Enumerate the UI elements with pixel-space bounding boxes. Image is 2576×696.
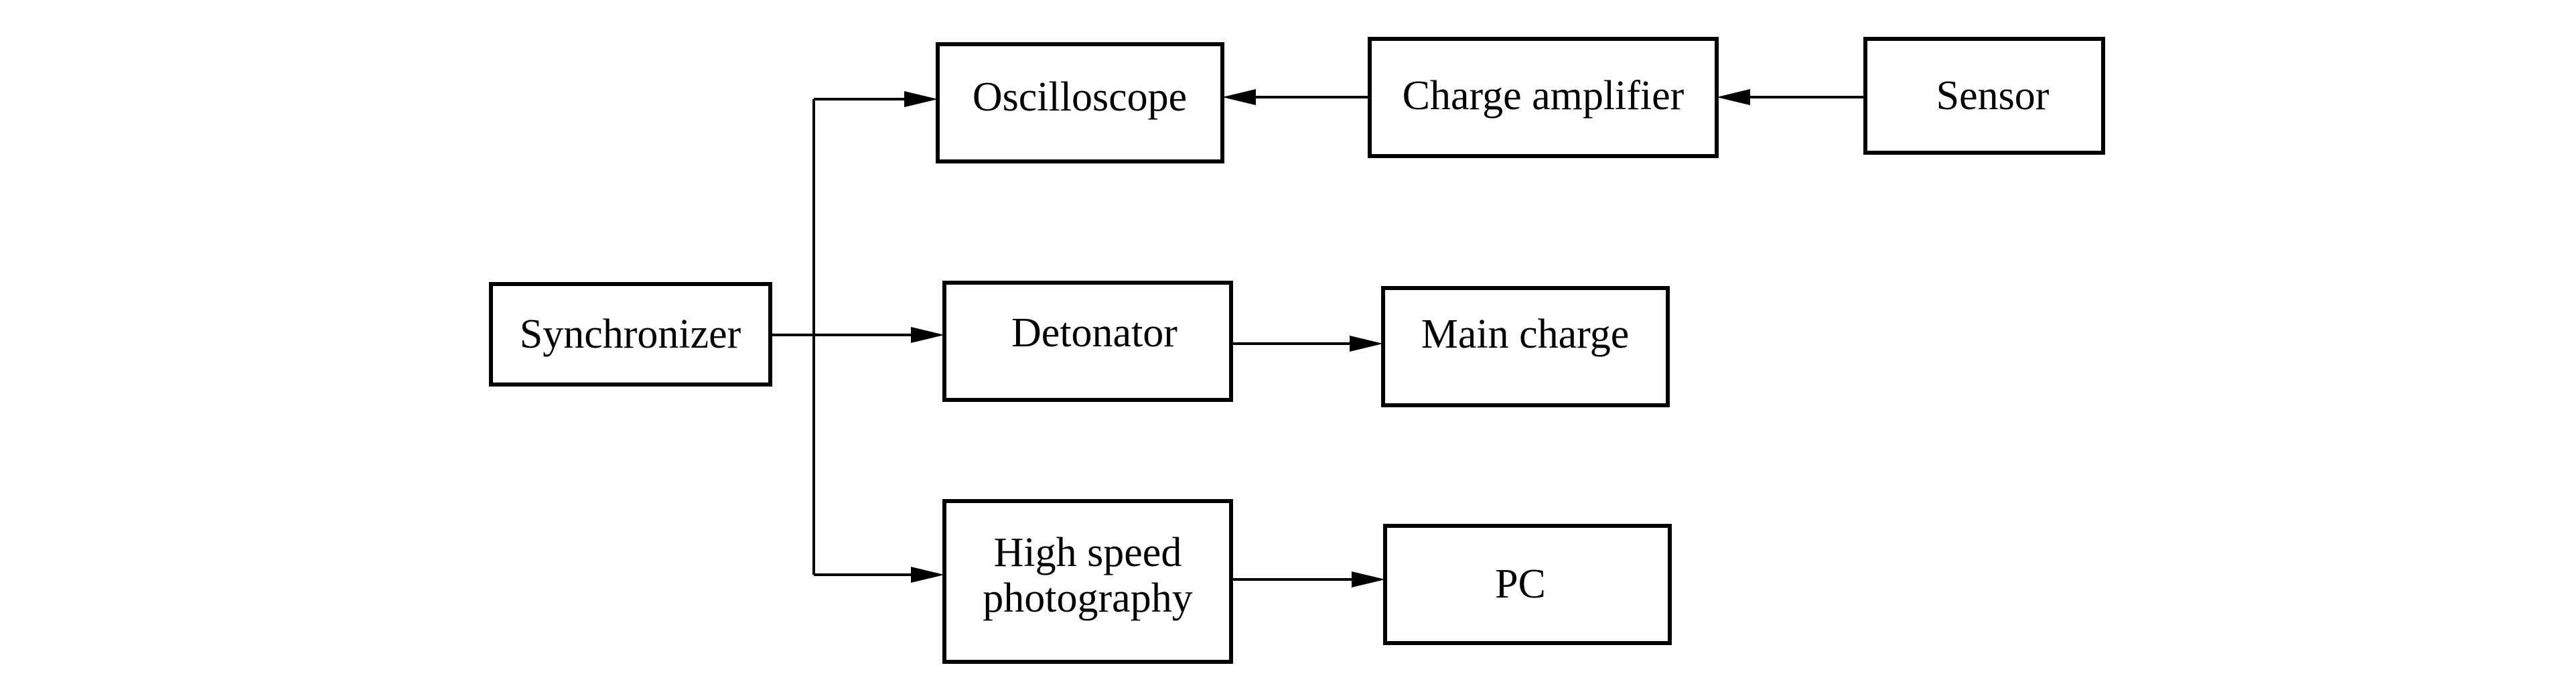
- arrowhead-high-speed-photography: [911, 567, 944, 583]
- node-oscilloscope: Oscilloscope: [936, 42, 1224, 163]
- connectors: [770, 89, 1865, 587]
- oscilloscope-box: [936, 42, 1224, 163]
- node-charge-amplifier: Charge amplifier: [1368, 37, 1719, 158]
- high-speed-photography-label-line1: High speed: [994, 530, 1182, 575]
- node-pc: PC: [1383, 524, 1672, 645]
- sensor-label: Sensor: [1936, 73, 2050, 119]
- detonator-box: [942, 281, 1233, 402]
- detonator-label: Detonator: [1011, 310, 1177, 356]
- node-sensor: Sensor: [1863, 37, 2105, 155]
- main-charge-box: [1381, 286, 1670, 407]
- node-main-charge: Main charge: [1381, 286, 1670, 407]
- synchronizer-box: [489, 282, 772, 387]
- arrowhead-oscilloscope-right: [1222, 89, 1256, 105]
- high-speed-photography-box: [942, 499, 1233, 664]
- arrowhead-pc: [1352, 571, 1385, 587]
- pc-box: [1383, 524, 1672, 645]
- arrowhead-main-charge: [1350, 336, 1383, 352]
- main-charge-label: Main charge: [1421, 311, 1629, 357]
- pc-label: PC: [1495, 561, 1546, 607]
- node-high-speed-photography: High speed photography: [942, 499, 1233, 664]
- charge-amplifier-box: [1368, 37, 1719, 158]
- node-detonator: Detonator: [942, 281, 1233, 402]
- charge-amplifier-label: Charge amplifier: [1403, 73, 1685, 119]
- node-synchronizer: Synchronizer: [489, 282, 772, 387]
- high-speed-photography-label-line2: photography: [983, 575, 1192, 621]
- synchronizer-label: Synchronizer: [520, 311, 741, 357]
- arrowhead-detonator: [911, 327, 944, 343]
- sensor-box: [1863, 37, 2105, 155]
- arrowhead-oscilloscope: [904, 91, 938, 107]
- oscilloscope-label: Oscilloscope: [973, 74, 1187, 120]
- arrowhead-charge-amplifier: [1717, 89, 1750, 105]
